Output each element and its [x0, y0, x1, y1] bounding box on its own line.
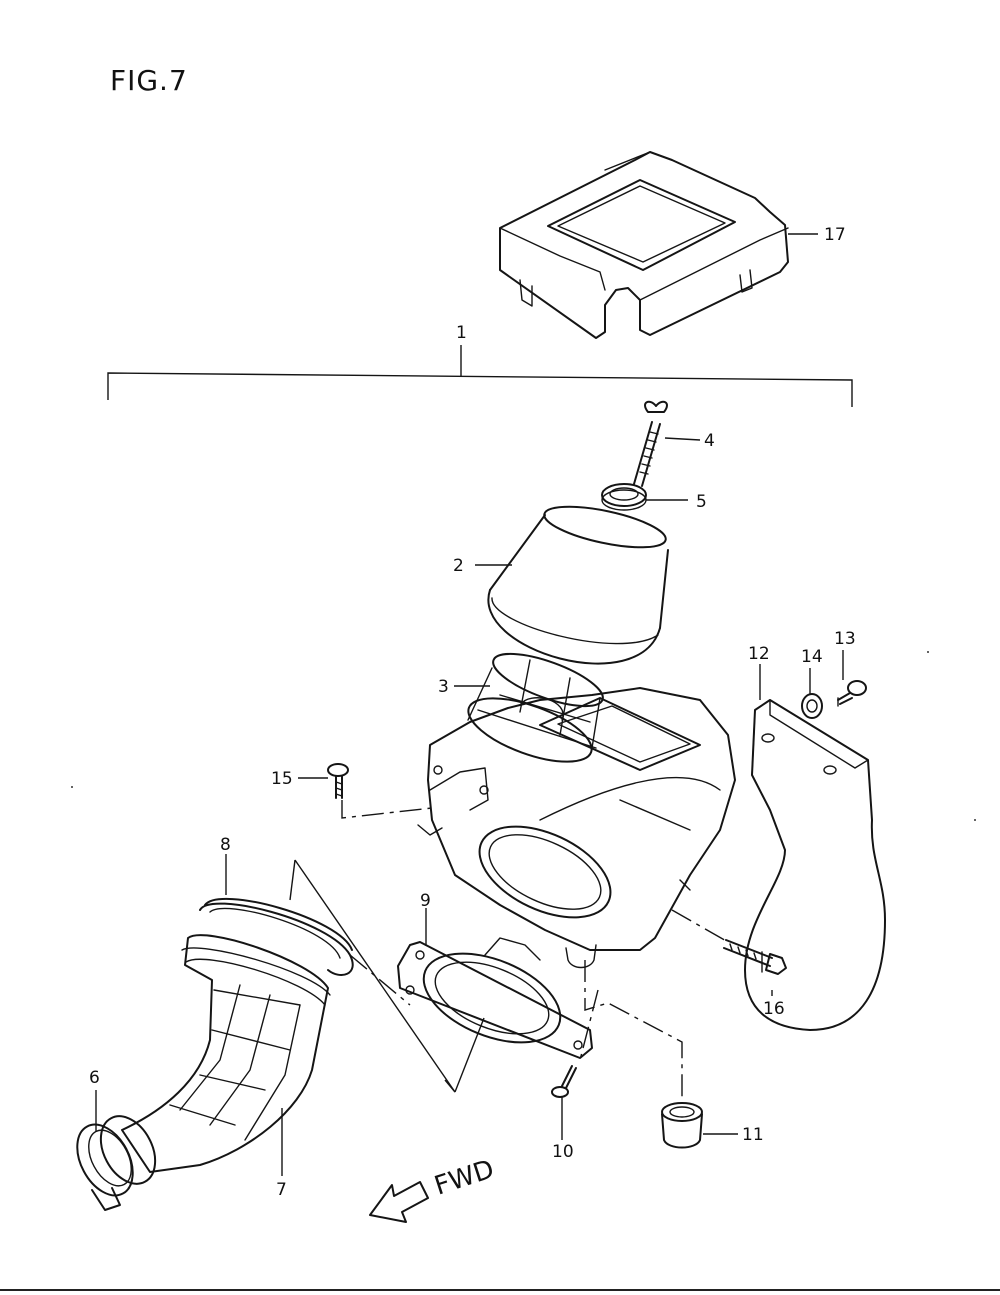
- part-2-filter-element: [487, 505, 669, 665]
- part-10-screw: [551, 1065, 577, 1098]
- part-14-nut: [801, 693, 823, 719]
- part-9-flange: [397, 937, 593, 1059]
- callout-5: 5: [696, 492, 707, 512]
- part-12-deflector: [744, 699, 886, 1031]
- part-9-pointer-lines: [289, 859, 485, 1093]
- callout-16: 16: [763, 999, 785, 1019]
- callout-7: 7: [276, 1180, 287, 1200]
- part-16-bolt: [723, 939, 787, 975]
- callout-2: 2: [453, 556, 464, 576]
- part-6-hose-clamp: [76, 1115, 157, 1211]
- part-15-screw: [327, 763, 349, 799]
- part-17-cover: [499, 151, 789, 339]
- callout-9: 9: [420, 891, 431, 911]
- callout-17: 17: [824, 225, 846, 245]
- forward-direction-arrow: FWD: [369, 1154, 498, 1223]
- callout-3: 3: [438, 677, 449, 697]
- figure-title: FIG.7: [110, 64, 188, 97]
- callout-12: 12: [748, 644, 770, 664]
- airbox-case: [417, 687, 736, 969]
- part-1-assembly-bracket: [107, 345, 853, 407]
- callout-11: 11: [742, 1125, 764, 1145]
- part-8-clamp: [199, 897, 354, 976]
- callout-14: 14: [801, 647, 823, 667]
- callout-6: 6: [89, 1068, 100, 1088]
- part-5-ring: [601, 483, 647, 511]
- callout-10: 10: [552, 1142, 574, 1162]
- fwd-label: FWD: [431, 1154, 498, 1201]
- callout-8: 8: [220, 835, 231, 855]
- callout-leaders: [95, 233, 844, 1176]
- callout-labels: 1 2 3 4 5 6 7 8 9 10 11 12 13 14 15 16 1…: [89, 225, 856, 1200]
- callout-13: 13: [834, 629, 856, 649]
- part-13-bolt: [837, 680, 867, 707]
- scan-specks: [71, 651, 976, 821]
- callout-4: 4: [704, 431, 715, 451]
- part-7-intake-boot: [121, 934, 331, 1173]
- callout-1: 1: [456, 323, 467, 343]
- part-11-grommet: [661, 1102, 703, 1149]
- part-4-wing-bolt: [633, 400, 668, 487]
- dashed-connection-lines: [341, 800, 729, 1102]
- callout-15: 15: [271, 769, 293, 789]
